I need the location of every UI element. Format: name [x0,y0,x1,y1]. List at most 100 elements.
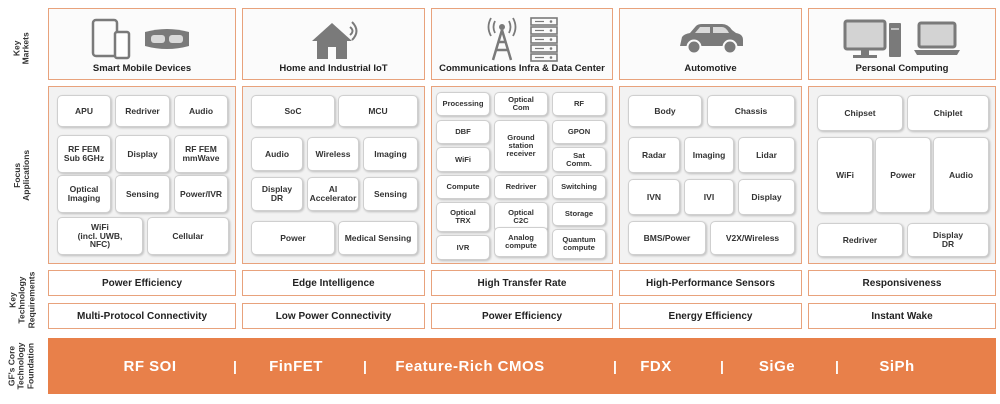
app-box-body: Body [628,95,702,127]
market-icon-group [49,13,235,65]
app-box-redriver: Redriver [494,175,548,199]
market-name: Home and Industrial IoT [279,63,388,74]
app-box-display-dr: Display DR [251,177,303,211]
market-icon-group [432,13,612,65]
row-label-text: Key Technology Requirements [6,271,36,329]
tech-fdx: FDX [640,357,672,375]
tablet-phone-icon [91,18,131,60]
car-icon [679,24,743,55]
app-box-sensing: Sensing [363,177,418,211]
tech-separator: | [613,358,617,374]
tech-separator: | [363,358,367,374]
row-label-text: Focus Applications [11,149,32,201]
app-box-wifi: WiFi [436,147,490,172]
requirement-multi-protocol-connectivity: Multi-Protocol Connectivity [48,303,236,329]
smart-home-icon [311,21,357,59]
tech-separator: | [720,358,724,374]
app-box-wifi-incl-uwb-nfc: WiFi (incl. UWB, NFC) [57,217,143,255]
app-box-quantum-compute: Quantum compute [552,229,606,259]
app-box-sensing: Sensing [115,175,170,213]
app-box-display-dr: Display DR [907,223,989,257]
app-box-ground-station-receiver: Ground station receiver [494,120,548,172]
app-box-power: Power [251,221,335,255]
tech-finfet: FinFET [269,357,323,375]
market-name: Smart Mobile Devices [92,63,192,74]
app-box-apu: APU [57,95,111,127]
app-box-imaging: Imaging [363,137,418,171]
market-name: Personal Computing [855,63,949,74]
row-label-text: Key Markets [11,31,31,65]
market-panel-smart-mobile-devices: Smart Mobile Devices [48,8,236,80]
app-box-ivi: IVI [684,179,734,215]
app-box-analog-compute: Analog compute [494,227,548,257]
tech-separator: | [835,358,839,374]
app-box-rf-fem-mmwave: RF FEM mmWave [174,135,228,173]
row-label-applications: Focus Applications [0,86,44,264]
app-box-compute: Compute [436,175,490,199]
app-box-imaging: Imaging [684,137,734,173]
app-box-wifi: WiFi [817,137,873,213]
app-box-dbf: DBF [436,120,490,144]
vr-headset-icon [145,29,189,49]
tech-siph: SiPh [879,357,915,375]
app-box-optical-com: Optical Com [494,92,548,116]
market-panel-personal-computing: Personal Computing [808,8,996,80]
app-box-optical-imaging: Optical Imaging [57,175,111,213]
app-box-display: Display [738,179,795,215]
app-box-redriver: Redriver [115,95,170,127]
app-box-optical-trx: Optical TRX [436,202,490,232]
app-box-sat-comm: Sat Comm. [552,147,606,172]
app-box-v2x-wireless: V2X/Wireless [710,221,795,255]
desktop-computer-icon [843,19,901,58]
app-box-audio: Audio [933,137,989,213]
app-box-audio: Audio [174,95,228,127]
market-name: Automotive [684,63,737,74]
requirement-edge-intelligence: Edge Intelligence [242,270,425,296]
app-box-audio: Audio [251,137,303,171]
app-box-processing: Processing [436,92,490,116]
server-rack-icon [530,17,558,62]
app-box-mcu: MCU [338,95,418,127]
market-panel-home-and-industrial-iot: Home and Industrial IoT [242,8,425,80]
app-box-rf: RF [552,92,606,116]
app-box-power-ivr: Power/IVR [174,175,228,213]
app-box-gpon: GPON [552,120,606,144]
app-box-lidar: Lidar [738,137,795,173]
market-panel-automotive: Automotive [619,8,802,80]
market-icon-group [809,13,995,65]
row-label-foundation: GF's Core Technology Foundation [0,338,44,394]
requirement-power-efficiency: Power Efficiency [431,303,613,329]
laptop-icon [914,21,960,55]
app-box-switching: Switching [552,175,606,199]
app-box-ai-accelerator: AI Accelerator [307,177,359,211]
app-box-rf-fem-sub-6ghz: RF FEM Sub 6GHz [57,135,111,173]
tech-rf-soi: RF SOI [123,357,177,375]
requirement-low-power-connectivity: Low Power Connectivity [242,303,425,329]
market-icon-group [243,13,424,65]
app-box-wireless: Wireless [307,137,359,171]
app-box-storage: Storage [552,202,606,226]
app-box-ivr: IVR [436,235,490,260]
market-name: Communications Infra & Data Center [439,63,605,74]
requirement-energy-efficiency: Energy Efficiency [619,303,802,329]
app-box-chassis: Chassis [707,95,795,127]
requirement-high-performance-sensors: High-Performance Sensors [619,270,802,296]
app-box-soc: SoC [251,95,335,127]
market-icon-group [620,13,801,65]
row-label-requirements: Key Technology Requirements [0,266,44,334]
app-box-redriver: Redriver [817,223,903,257]
app-box-medical-sensing: Medical Sensing [338,221,418,255]
tech-separator: | [233,358,237,374]
requirement-high-transfer-rate: High Transfer Rate [431,270,613,296]
tech-feature-rich-cmos: Feature-Rich CMOS [395,357,545,375]
cell-tower-icon [487,17,517,61]
app-box-power: Power [875,137,931,213]
app-box-cellular: Cellular [147,217,229,255]
app-box-bms-power: BMS/Power [628,221,706,255]
